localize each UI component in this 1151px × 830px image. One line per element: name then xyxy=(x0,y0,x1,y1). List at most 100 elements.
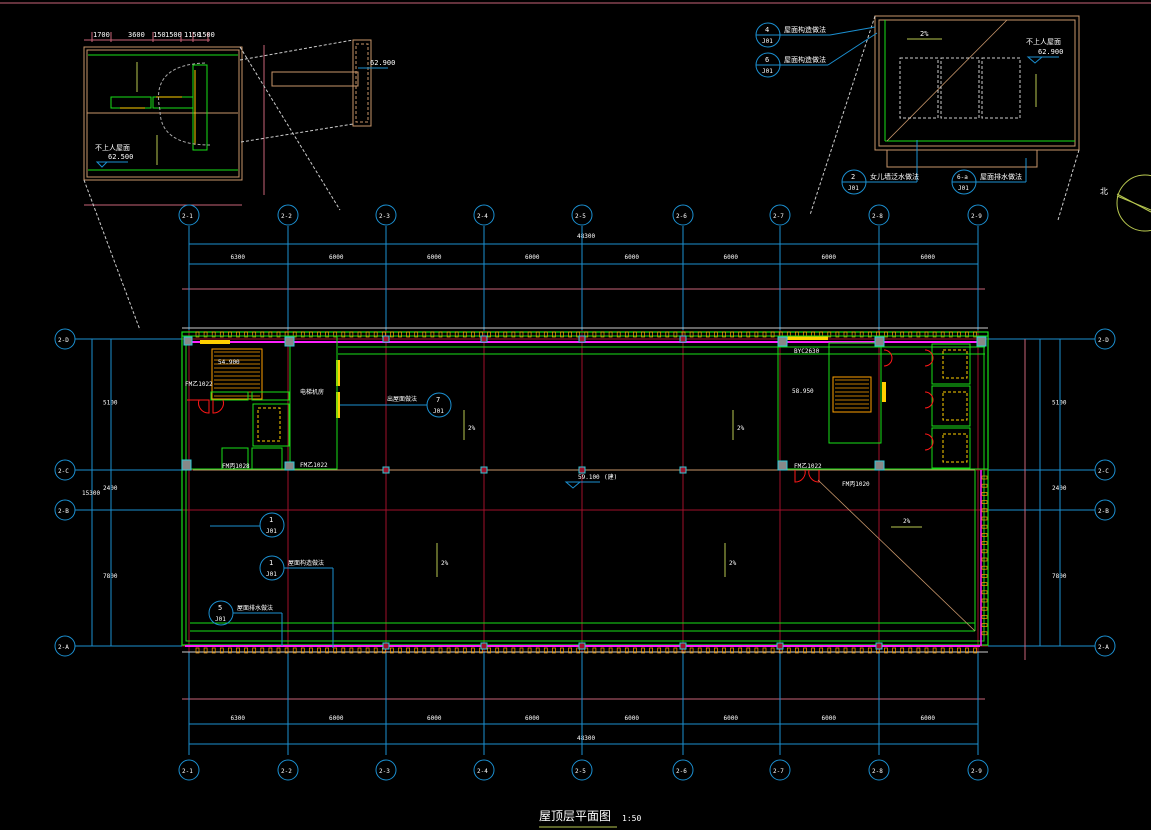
detail-ref[interactable]: 6 J01 屋面构造做法 xyxy=(755,32,878,78)
svg-text:J01: J01 xyxy=(433,408,444,415)
axis-bubble xyxy=(473,204,495,226)
dim-bay: 6000 xyxy=(525,715,540,722)
axis-label: 2-1 xyxy=(182,213,193,220)
svg-text:J01: J01 xyxy=(762,38,773,45)
inset-note: 不上人屋面 xyxy=(95,143,130,152)
door-label: FM丙1020 xyxy=(842,481,870,488)
axis-bubble xyxy=(375,204,397,226)
axis-bubble xyxy=(277,759,299,781)
right-core xyxy=(777,335,989,470)
axis-label: 2-3 xyxy=(379,768,390,775)
inset-dim: 1150 xyxy=(184,31,201,39)
dim-bay: 6000 xyxy=(427,254,442,261)
axis-label: 2-1 xyxy=(182,768,193,775)
dim-bay: 6000 xyxy=(724,254,739,261)
axis-bubble xyxy=(672,204,694,226)
dim-bay: 6000 xyxy=(822,254,837,261)
svg-text:屋面排水做法: 屋面排水做法 xyxy=(237,604,273,612)
axis-bubble xyxy=(1094,459,1116,481)
axis-bubble xyxy=(1094,635,1116,657)
inset-diagonal xyxy=(886,19,1008,142)
svg-text:J01: J01 xyxy=(266,571,277,578)
inner-wall xyxy=(185,335,985,642)
detail-ref[interactable]: 2 J01 女儿墙泛水做法 xyxy=(841,140,919,195)
detail-ref[interactable]: 4 J01 屋面构造做法 xyxy=(755,22,876,48)
dim-bay: 6000 xyxy=(427,715,442,722)
svg-text:2%: 2% xyxy=(729,560,737,567)
svg-text:7: 7 xyxy=(436,396,440,404)
axis-label: 2-D xyxy=(1098,337,1109,344)
axis-bubble xyxy=(375,759,397,781)
column xyxy=(284,336,295,347)
detail-ref[interactable]: 1 J01 屋面构造做法 xyxy=(259,555,334,648)
axis-bubble xyxy=(54,635,76,657)
dim-bay: 6000 xyxy=(329,715,344,722)
svg-text:5: 5 xyxy=(218,604,222,612)
callout-leader xyxy=(239,46,341,211)
column xyxy=(679,642,687,650)
axis-label: 2-7 xyxy=(773,213,784,220)
dim-bay: 6000 xyxy=(724,715,739,722)
dim-bay: 6000 xyxy=(921,254,936,261)
title-text: 屋顶层平面图 xyxy=(539,809,611,823)
inset-dim: 1500 xyxy=(165,31,182,39)
svg-text:J01: J01 xyxy=(266,528,277,535)
inset-outer-wall xyxy=(83,46,243,181)
elevation-marker xyxy=(95,161,109,168)
axis-bubble xyxy=(769,204,791,226)
detail-ref[interactable]: 7 J01 出屋面做法 xyxy=(340,392,452,418)
inset-dim: 1500 xyxy=(198,31,215,39)
dim-total: 48300 xyxy=(577,233,595,240)
column xyxy=(874,336,885,347)
inset-vent-1 xyxy=(110,96,152,109)
column xyxy=(976,336,987,347)
svg-text:女儿墙泛水做法: 女儿墙泛水做法 xyxy=(870,172,919,181)
svg-text:6: 6 xyxy=(765,56,769,64)
column xyxy=(578,466,586,474)
axis-label: 2-9 xyxy=(971,768,982,775)
dim-bay: 6000 xyxy=(525,254,540,261)
axis-label: 2-C xyxy=(58,468,69,475)
axis-bubble xyxy=(868,759,890,781)
axis-label: 2-7 xyxy=(773,768,784,775)
axis-bubble xyxy=(473,759,495,781)
dim-bay: 6000 xyxy=(822,715,837,722)
column xyxy=(382,466,390,474)
dim-bay: 6300 xyxy=(231,254,246,261)
detail-ref[interactable]: 5 J01 屋面排水做法 xyxy=(208,600,283,646)
axis-label: 2-2 xyxy=(281,768,292,775)
door-label: FM乙1022 xyxy=(300,462,328,469)
svg-text:J01: J01 xyxy=(848,185,859,192)
building: 54.900 FM乙1022 电梯机房 FM乙1022 FM丙1028 BYC2… xyxy=(181,327,989,654)
dim-bay: 2400 xyxy=(1052,485,1067,492)
skylight xyxy=(981,57,1021,119)
elevator xyxy=(931,343,971,385)
axis-label: 2-5 xyxy=(575,768,586,775)
svg-text:2%: 2% xyxy=(737,425,745,432)
slope-arrow: 2% xyxy=(732,410,745,440)
axis-label: 2-C xyxy=(1098,468,1109,475)
svg-text:J01: J01 xyxy=(762,68,773,75)
door xyxy=(187,399,224,414)
svg-text:屋面构造做法: 屋面构造做法 xyxy=(784,55,826,64)
svg-text:4: 4 xyxy=(765,26,769,34)
column xyxy=(679,335,687,343)
svg-text:J01: J01 xyxy=(215,616,226,623)
inset-elevation: 62.900 xyxy=(1038,48,1063,56)
detail-ref[interactable]: 1 J01 xyxy=(210,512,285,538)
axis-label: 2-5 xyxy=(575,213,586,220)
wall-detail-elev: 62.900 xyxy=(370,59,395,67)
svg-text:6-a: 6-a xyxy=(957,174,968,181)
inset-elevation: 62.500 xyxy=(108,153,133,161)
elevator xyxy=(931,385,971,427)
column xyxy=(480,335,488,343)
axis-bubble xyxy=(178,204,200,226)
elev-label: 58.950 xyxy=(792,388,814,395)
column xyxy=(578,642,586,650)
detail-ref[interactable]: 6-a J01 屋面排水做法 xyxy=(951,158,1027,195)
callout-leader xyxy=(1057,149,1080,221)
column xyxy=(382,642,390,650)
elevator-shaft xyxy=(257,407,281,442)
axis-label: 2-2 xyxy=(281,213,292,220)
axis-bubble xyxy=(1094,328,1116,350)
